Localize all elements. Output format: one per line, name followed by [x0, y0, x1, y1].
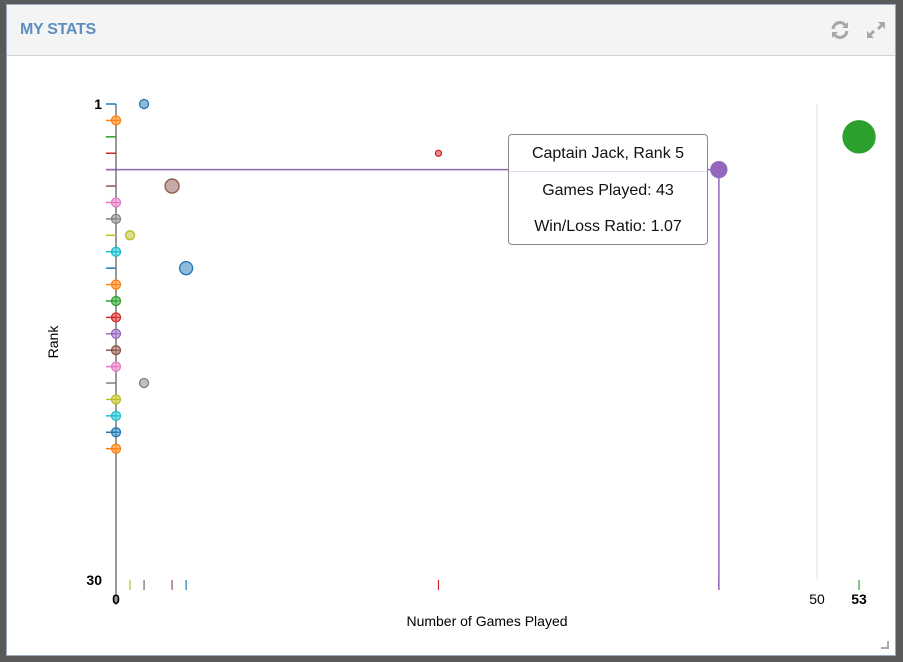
data-point-rank-6[interactable]: [164, 178, 180, 194]
data-point-rank-1[interactable]: [138, 98, 150, 110]
widget-header: MY STATS: [7, 5, 895, 56]
tooltip: Captain Jack, Rank 5 Games Played: 43 Wi…: [508, 134, 708, 245]
tooltip-games: Games Played: 43: [542, 182, 674, 199]
x-tick-label-50: 50: [809, 591, 825, 607]
crosshair-mark-rank-17: [111, 362, 121, 372]
resize-handle[interactable]: [881, 641, 889, 649]
crosshair-mark-rank-15: [111, 329, 121, 339]
data-point-rank-5[interactable]: [710, 161, 728, 179]
data-point-rank-3[interactable]: [842, 120, 876, 154]
y-axis-label: Rank: [45, 325, 61, 359]
crosshair-mark-rank-10: [111, 247, 121, 257]
tooltip-player: Captain Jack, Rank 5: [509, 135, 707, 172]
data-point-rank-11[interactable]: [178, 260, 194, 276]
crosshair-mark-rank-8: [111, 214, 121, 224]
x-tick-label-0: 0: [112, 591, 120, 607]
data-point-rank-4[interactable]: [434, 149, 443, 157]
data-point-rank-9[interactable]: [124, 230, 136, 241]
crosshair-mark-rank-12: [111, 280, 121, 290]
data-point-rank-18[interactable]: [138, 377, 150, 389]
refresh-icon: [831, 21, 849, 39]
my-stats-widget: MY STATS: [6, 4, 896, 656]
crosshair-mark-rank-22: [111, 444, 121, 454]
x-axis-label: Number of Games Played: [406, 613, 567, 629]
expand-icon: [867, 22, 885, 38]
widget-title: MY STATS: [20, 21, 96, 38]
crosshair-mark-rank-21: [111, 427, 121, 437]
refresh-button[interactable]: [829, 19, 851, 41]
crosshair-mark-rank-16: [111, 345, 121, 355]
crosshair-mark-rank-14: [111, 312, 121, 322]
crosshair-mark-rank-20: [111, 411, 121, 421]
y-tick-label-1: 1: [94, 96, 102, 112]
crosshair-mark-rank-7: [111, 197, 121, 207]
tooltip-ratio: Win/Loss Ratio: 1.07: [534, 218, 682, 235]
crosshair-mark-rank-2: [111, 115, 121, 125]
y-tick-label-30: 30: [86, 572, 102, 588]
crosshair-mark-rank-13: [111, 296, 121, 306]
crosshair-mark-rank-19: [111, 394, 121, 404]
expand-button[interactable]: [865, 19, 887, 41]
x-tick-label-53: 53: [851, 591, 867, 607]
